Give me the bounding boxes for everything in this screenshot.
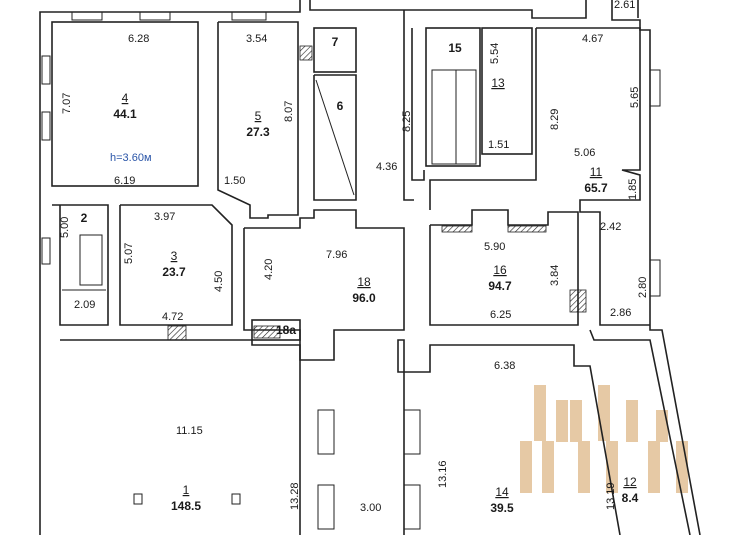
dimension-label: 13.28: [289, 482, 301, 510]
room-number-3: 3: [171, 249, 178, 263]
dimension-label: 5.07: [123, 243, 135, 264]
dimension-label: 2.86: [610, 307, 631, 319]
room-labels: 4 44.1 5 27.3 6 7 15 13 11 65.7 2 3 23.7…: [81, 35, 639, 515]
dimension-label: 3.84: [549, 265, 561, 286]
dimension-label: 5.65: [629, 87, 641, 108]
room-area-15: 94.7: [488, 279, 512, 293]
dimension-label: 5.54: [489, 43, 501, 64]
dimension-label: 4.67: [582, 33, 603, 45]
room-number-2: 2: [81, 211, 88, 225]
dimension-label: 2.42: [600, 221, 621, 233]
dimension-label: 8.25: [401, 111, 413, 132]
dimension-label: 4.36: [376, 161, 397, 173]
dimension-label: 8.07: [283, 101, 295, 122]
dimension-label: 4.50: [213, 271, 225, 292]
dimension-label: 6.28: [128, 33, 149, 45]
dimension-label: 6.19: [114, 175, 135, 187]
dimension-label: 5.00: [59, 217, 71, 238]
dimension-label: 2.61: [614, 0, 635, 11]
room-area-3: 23.7: [162, 265, 186, 279]
dimension-label: 5.06: [574, 147, 595, 159]
room-area-1: 148.5: [171, 499, 201, 513]
room-number-1: 1: [183, 483, 190, 497]
room-number-15: 16: [493, 263, 507, 277]
room-area-4: 44.1: [113, 107, 137, 121]
dimension-label: 11.15: [176, 425, 203, 437]
room-area-16: 39.5: [490, 501, 514, 515]
dimension-label: 8.29: [549, 109, 561, 130]
room-number-12: 13: [491, 76, 505, 90]
room-area-14: 8.4: [622, 491, 639, 505]
room-number-11: 11: [590, 165, 603, 179]
dimension-label: 13.16: [437, 460, 449, 488]
room-number-18: 18: [357, 275, 371, 289]
dimension-label: 6.25: [490, 309, 511, 321]
room-area-18: 96.0: [352, 291, 376, 305]
dimension-label: 2.80: [637, 277, 649, 298]
dimension-label: 4.20: [263, 259, 275, 280]
dimension-label: 13.19: [605, 482, 617, 510]
room-number-13: 15: [448, 41, 462, 55]
dimension-label: 5.90: [484, 241, 505, 253]
room-number-5: 5: [255, 109, 262, 123]
dimension-label: 3.00: [360, 502, 381, 514]
room-area-5: 27.3: [246, 125, 270, 139]
dimension-label: 3.97: [154, 211, 175, 223]
dimension-label: 1.50: [224, 175, 245, 187]
room-area-11: 65.7: [584, 181, 608, 195]
walls: [39, 0, 701, 535]
dimension-label: 2.09: [74, 299, 95, 311]
dimension-label: 4.72: [162, 311, 183, 323]
room-number-14: 12: [623, 475, 637, 489]
hatched-shafts: [167, 45, 587, 341]
room-number-16: 14: [495, 485, 509, 499]
dimension-label: 7.96: [326, 249, 347, 261]
dimension-label: 7.07: [61, 93, 73, 114]
ceiling-height-note: h=3.60м: [110, 152, 152, 164]
dimension-label: 6.38: [494, 360, 515, 372]
room-number-6: 6: [337, 99, 344, 113]
dimension-label: 1.51: [488, 139, 509, 151]
room-number-7: 7: [332, 35, 339, 49]
room-number-18a: 18а: [276, 323, 296, 337]
dimension-label: 1.85: [627, 179, 639, 200]
dimension-labels: 2.61 6.28 3.54 7.07 8.07 6.19 1.50 5.00 …: [59, 0, 649, 514]
dimension-label: 3.54: [246, 33, 267, 45]
room-number-4: 4: [122, 91, 129, 105]
